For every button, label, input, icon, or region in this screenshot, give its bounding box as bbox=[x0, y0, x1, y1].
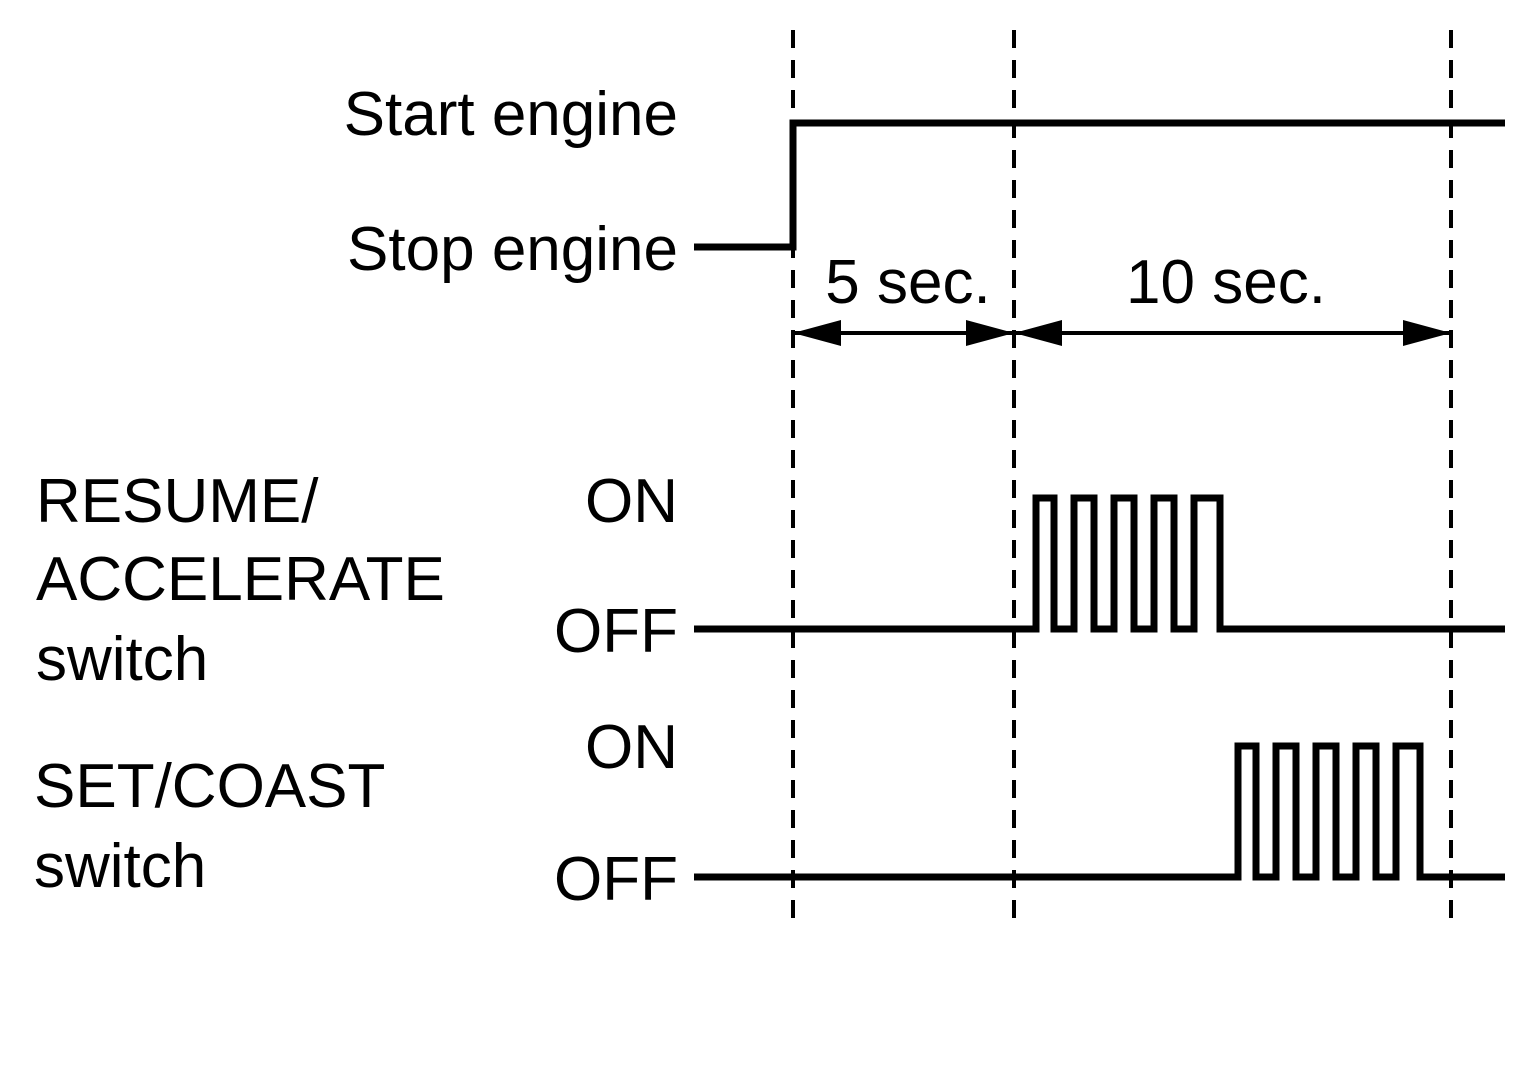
resume-switch-name-line1: RESUME/ bbox=[36, 467, 319, 536]
interval-10-sec-label: 10 sec. bbox=[1126, 248, 1326, 317]
set-switch-name-line2: switch bbox=[34, 832, 206, 901]
resume-switch-name-line2: ACCELERATE bbox=[36, 545, 445, 614]
set-switch-waveform bbox=[694, 742, 1505, 881]
interval-5-sec-arrow bbox=[793, 320, 1014, 346]
resume-switch-name-line3: switch bbox=[36, 625, 208, 694]
engine-signal-waveform bbox=[694, 119, 1505, 251]
interval-5-sec-label: 5 sec. bbox=[825, 248, 990, 317]
resume-switch-waveform bbox=[694, 494, 1505, 633]
interval-10-sec-arrow bbox=[1014, 320, 1451, 346]
set-switch-name-line1: SET/COAST bbox=[34, 752, 385, 821]
resume-switch-off-label: OFF bbox=[554, 597, 678, 666]
set-switch-off-label: OFF bbox=[554, 845, 678, 914]
start-engine-label: Start engine bbox=[344, 80, 678, 149]
stop-engine-label: Stop engine bbox=[347, 215, 678, 284]
resume-switch-on-label: ON bbox=[585, 467, 678, 536]
set-switch-on-label: ON bbox=[585, 713, 678, 782]
